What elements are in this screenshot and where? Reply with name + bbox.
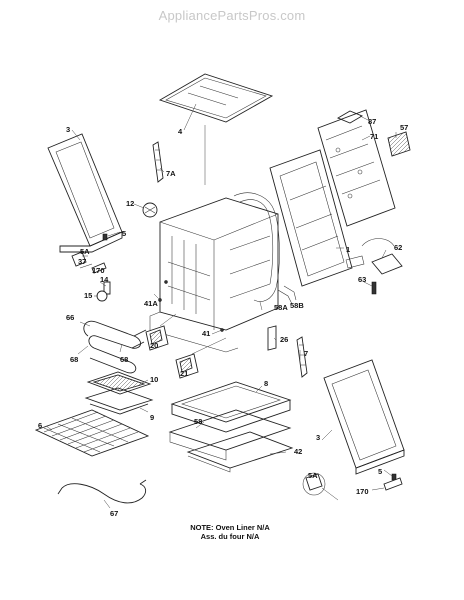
callout-20: 20: [150, 341, 158, 350]
oven-door-right: [323, 359, 405, 475]
insulation-wrap: [233, 192, 280, 302]
callout-58b: 58B: [290, 301, 304, 310]
top-panel: [158, 73, 274, 185]
storage-drawer: [170, 381, 292, 433]
callout-41: 41: [202, 329, 210, 338]
callout-21: 21: [180, 369, 188, 378]
terminal-63: [371, 281, 377, 295]
small-part-57: [387, 131, 411, 157]
rear-frame: [269, 149, 353, 287]
oven-door-left: [47, 133, 123, 253]
callout-3-right: 3: [316, 433, 320, 442]
callout-14: 14: [100, 275, 109, 284]
callout-5a-left: 5A: [80, 247, 90, 256]
callout-57: 57: [400, 123, 408, 132]
callout-7: 7: [304, 349, 308, 358]
callout-67: 67: [110, 509, 118, 518]
callout-labels: 87 57 71 4 3 7A 12 5 5A 37 170 14 15 1 6…: [38, 117, 408, 518]
callout-26: 26: [280, 335, 288, 344]
lamp-15: [96, 290, 108, 302]
callout-37: 37: [78, 257, 86, 266]
callout-68-right: 68: [120, 355, 128, 364]
sensor-21: [175, 337, 227, 379]
callout-42: 42: [294, 447, 302, 456]
clip-37: [79, 263, 93, 269]
drawer-liner: [168, 409, 292, 461]
clip-58a-58b: [277, 285, 297, 305]
callout-15: 15: [84, 291, 92, 300]
callout-58a: 58A: [274, 303, 288, 312]
callout-5-right: 5: [378, 467, 382, 476]
hinge-receiver-5a-right: [302, 472, 339, 501]
lamp-socket-14: [103, 281, 111, 295]
bracket-170-right: [383, 477, 403, 491]
broiler-pan-insert: [86, 371, 152, 395]
leader-lines: [45, 103, 397, 509]
door-hinge-left: [152, 141, 164, 183]
callout-10: 10: [150, 375, 158, 384]
note-line-1: NOTE: Oven Liner N/A: [190, 523, 270, 532]
broiler-pan: [84, 387, 154, 415]
part-26: [267, 325, 277, 351]
callout-5-left: 5: [122, 229, 126, 238]
screw-5: [102, 233, 108, 241]
callout-6: 6: [38, 421, 42, 430]
callout-87: 87: [368, 117, 376, 126]
callout-170-right: 170: [356, 487, 369, 496]
oven-cavity: [149, 197, 279, 353]
bottom-panel: [186, 431, 294, 473]
callout-66: 66: [66, 313, 74, 322]
callout-62: 62: [394, 243, 402, 252]
callout-5a-right: 5A: [308, 471, 318, 480]
screw-5-right: [391, 473, 397, 481]
callout-1: 1: [346, 245, 350, 254]
hinge-receiver-5a: [71, 251, 87, 267]
broil-element: [57, 479, 147, 504]
back-panel: [317, 109, 396, 227]
callout-63: 63: [358, 275, 366, 284]
oven-liner-note: NOTE: Oven Liner N/A Ass. du four N/A: [150, 523, 310, 541]
watermark: AppliancePartsPros.com: [158, 8, 306, 23]
callout-71: 71: [370, 132, 378, 141]
sensor-20: [145, 313, 177, 351]
callout-8: 8: [264, 379, 268, 388]
selector-switch-12: [142, 202, 158, 218]
oven-rack: [34, 409, 150, 457]
callout-7a: 7A: [166, 169, 176, 178]
callout-9: 9: [150, 413, 154, 422]
bracket-170: [91, 262, 107, 274]
callout-4: 4: [178, 127, 183, 136]
callout-41a: 41A: [144, 299, 158, 308]
callout-170-left: 170: [92, 266, 105, 275]
callout-3-left: 3: [66, 125, 70, 134]
callout-68-left: 68: [70, 355, 78, 364]
terminal-block-62: [345, 238, 403, 275]
callout-58: 58: [194, 417, 202, 426]
callout-12: 12: [126, 199, 134, 208]
bake-element: [83, 320, 147, 374]
note-line-2: Ass. du four N/A: [200, 532, 260, 541]
door-hinge-right: [296, 336, 308, 378]
